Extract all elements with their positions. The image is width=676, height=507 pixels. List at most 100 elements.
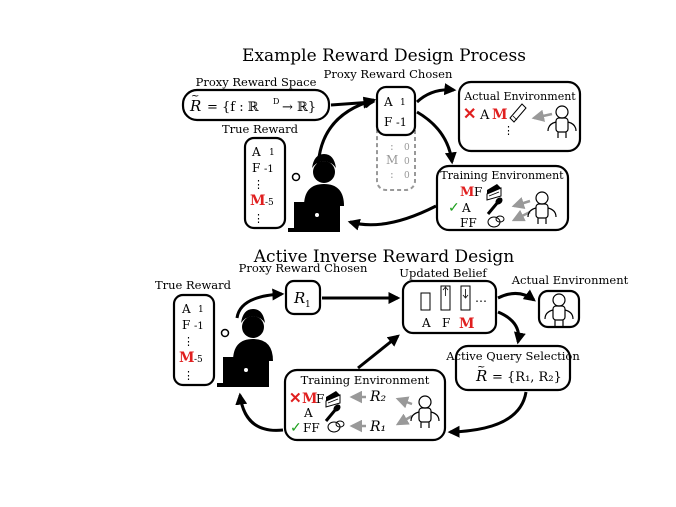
bottom-true-A: A [181,302,191,316]
proxy-chosen-F: F [384,115,392,129]
bottom-true-vdots2: ⋮ [183,369,194,382]
arrow-training-to-designer-bottom [235,392,284,432]
belief-bar-M [460,285,471,311]
belief-label-F: F [442,316,450,330]
bottom-proxy-R: R [293,289,305,307]
bottom-train-row1-M: M [302,391,318,407]
updated-belief-label: Updated Belief [399,266,487,280]
belief-down-arrow [462,289,469,299]
proxy-space-label: Proxy Reward Space [196,75,317,89]
query-selection-box [454,344,572,392]
top-actual-env-box [457,80,582,153]
top-true-F-val: -1 [264,164,274,175]
belief-up-arrow [442,286,449,296]
proxy-chosen-label: Proxy Reward Chosen [324,67,453,81]
bottom-proxy-chosen-label: Proxy Reward Chosen [239,261,368,275]
top-train-row1-F: F [474,185,482,199]
query-formula: = {R₁, R₂} [492,370,562,385]
proxy-chosen-A-val: 1 [400,98,406,108]
arrow-designer-to-proxy [235,288,285,319]
bottom-actual-env-box [537,289,581,329]
arrow-query-to-training [447,391,528,438]
top-true-F: F [252,161,260,175]
top-actual-env-label: Actual Environment [463,90,576,103]
top-true-M-val: -5 [265,198,274,208]
top-true-M: M [250,193,266,209]
bottom-true-F: F [182,318,190,332]
top-actual-x-mark: ✕ [463,104,476,123]
arrow-chosen-to-training [416,110,457,165]
bottom-train-check: ✓ [290,420,302,436]
belief-label-A: A [421,316,431,330]
bottom-train-x-mark: ✕ [289,389,302,407]
belief-bar-A [420,292,431,311]
bottom-train-row3-FF: FF [303,421,320,435]
proxy-space-sup: D [273,97,279,106]
query-R: R [475,367,487,385]
arrow-chosen-to-actual [415,83,457,104]
pencil-icon [509,103,527,123]
top-true-A: A [251,145,261,159]
proxy-hidden-dots2: : [390,168,394,181]
arrow-belief-to-actual [497,289,536,302]
bottom-true-reward-label: True Reward [155,278,232,292]
arrow-belief-to-query [497,310,526,345]
robot-icon [527,191,557,225]
top-train-gray-arrow2 [511,209,531,222]
query-tilde: ~ [477,362,485,373]
designer-icon [217,309,273,387]
arrow-training-to-belief [357,334,400,370]
proxy-chosen-box [375,85,417,137]
proxy-hidden-v3: 0 [404,171,410,181]
top-actual-M: M [492,107,508,123]
bottom-true-reward-box [172,293,216,387]
top-true-reward-label: True Reward [222,122,299,136]
bottom-train-gray-arrow-a [395,396,413,409]
bottom-thought-bubble [220,328,230,338]
top-actual-A: A [479,108,490,123]
bottom-title: Active Inverse Reward Design [253,247,514,267]
robot-icon [410,395,440,429]
proxy-hidden-v1: 0 [404,143,410,153]
updated-belief-box [401,279,498,335]
bottom-true-F-val: -1 [194,321,204,332]
top-train-row3-FF: FF [460,216,477,230]
proxy-chosen-F-val: -1 [396,116,407,129]
bottom-train-gray-arrow-b [395,413,413,426]
bottom-true-M: M [179,350,195,366]
proxy-space-formula: = {f : ℝ [207,100,260,115]
top-training-env-box [435,164,570,232]
query-selection-label: Active Query Selection [445,349,580,363]
bottom-training-env-box [283,368,447,442]
proxy-hidden-m: M [386,153,398,167]
proxy-chosen-A: A [383,95,393,109]
robot-icon [547,105,577,139]
top-title: Example Reward Design Process [242,46,526,66]
top-true-reward-box [243,136,287,230]
top-train-gray-arrow1 [511,197,531,209]
bottom-proxy-chosen-box [284,279,322,316]
arrow-training-to-designer [347,204,437,231]
top-training-env-label: Training Environment [440,169,564,182]
top-true-vdots1: ⋮ [253,178,264,191]
bottom-actual-env-label: Actual Environment [511,273,629,287]
belief-bar-F [440,285,451,311]
bottom-true-A-val: 1 [198,305,204,315]
designer-icon [288,154,344,232]
proxy-space-box [181,88,331,122]
bottom-train-row1-F: F [316,392,324,406]
proxy-space-formula-end: → ℝ} [282,100,316,115]
top-train-check: ✓ [448,200,460,216]
potato-icon [327,420,345,433]
robot-icon [544,293,574,327]
proxy-hidden-dots1: : [390,140,394,153]
bottom-true-M-val: -5 [194,355,203,365]
top-actual-vdots1: ⋮ [503,124,514,137]
bottom-proxy-R-sub: 1 [305,300,311,310]
bottom-training-env-label: Training Environment [301,373,430,387]
top-train-row1-M: M [460,185,474,200]
top-actual-gray-arrow [531,109,553,122]
top-train-row2-A: A [461,201,471,215]
proxy-space-R: R [189,97,201,115]
potato-icon [487,215,505,228]
